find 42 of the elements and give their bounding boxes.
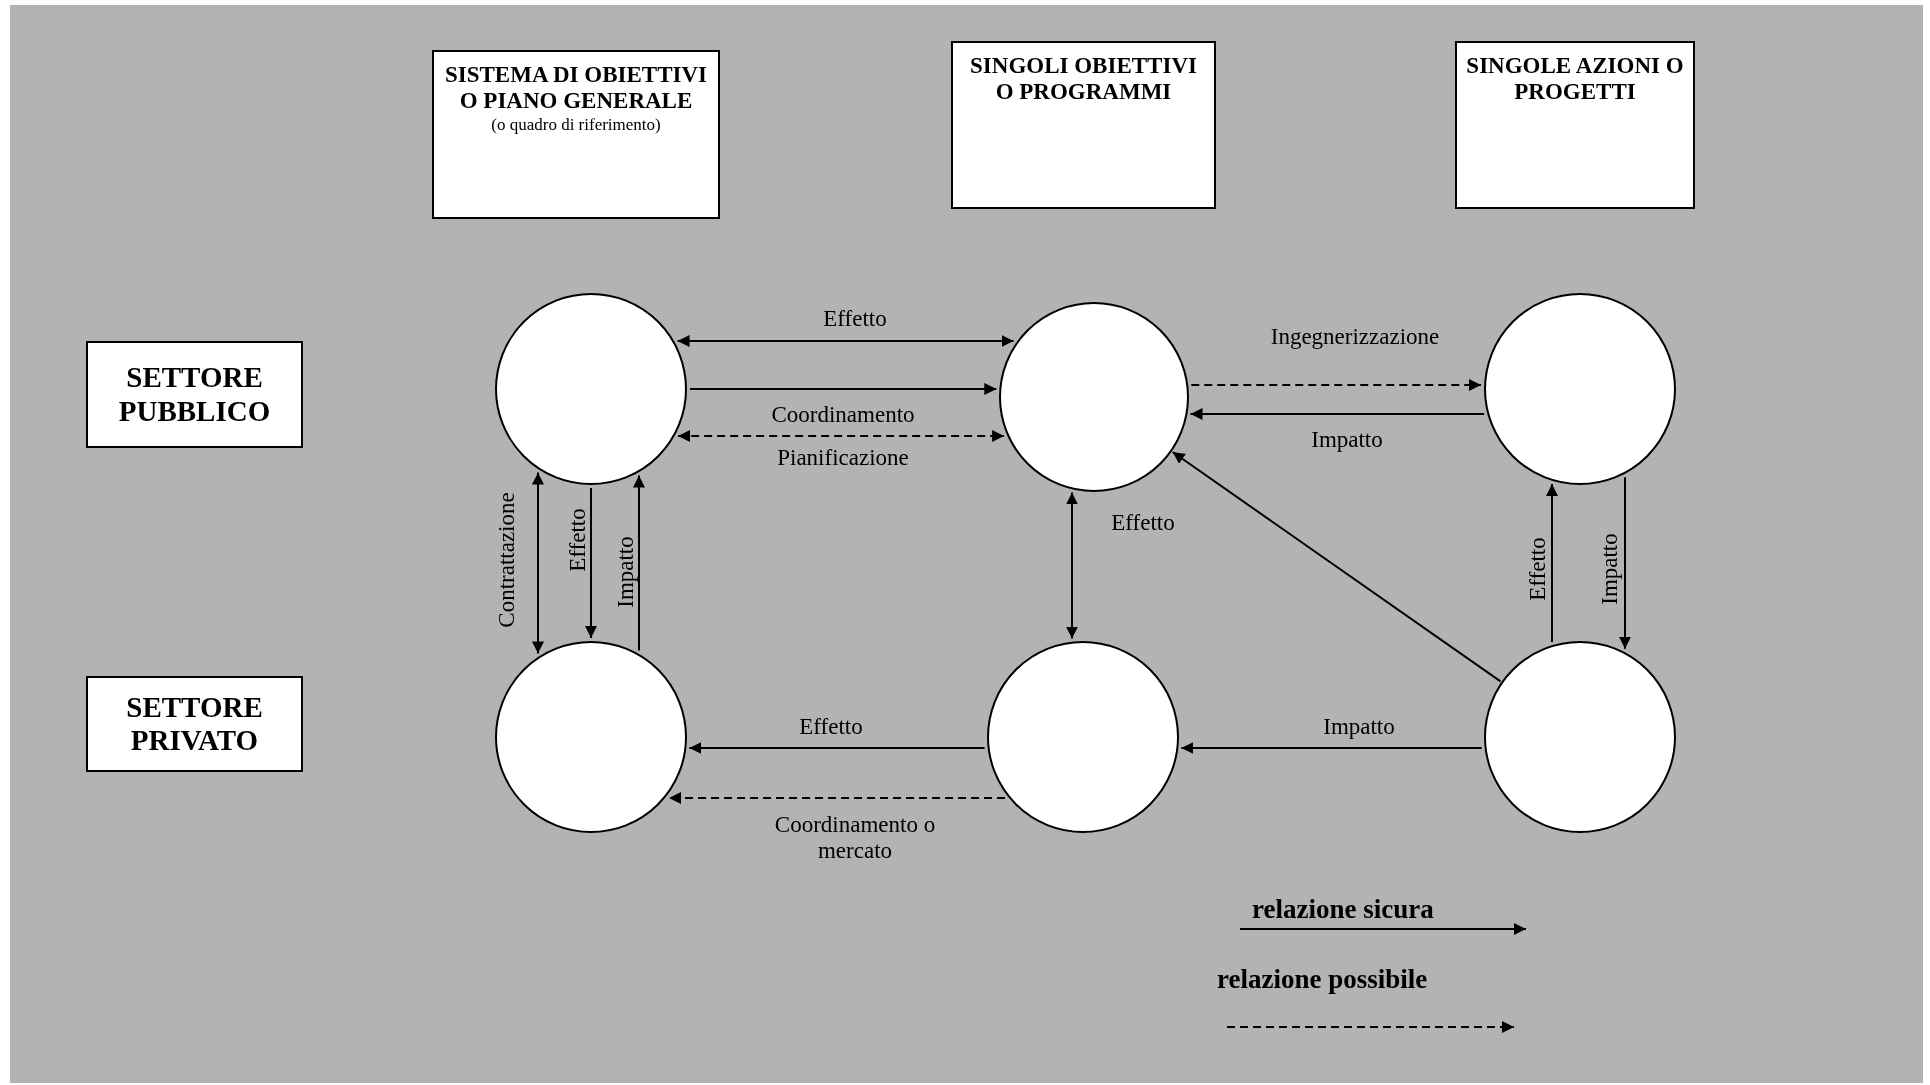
arrow — [676, 335, 1015, 347]
arrow — [1180, 742, 1483, 754]
header-text: SETTORE PRIVATO — [125, 690, 264, 758]
arrow — [677, 430, 1006, 442]
edge-label: Coordinamento — [771, 401, 915, 429]
edge-label: Effetto — [799, 713, 863, 741]
edge-label: Impatto — [1311, 426, 1383, 454]
header-text: SISTEMA DI OBIETTIVI O PIANO GENERALE — [443, 62, 708, 115]
edge-label: Impatto — [1596, 533, 1623, 605]
header-text: SETTORE PUBBLICO — [117, 361, 272, 428]
header-text: SINGOLI OBIETTIVI O PROGRAMMI — [969, 53, 1198, 106]
arrow — [1189, 408, 1486, 420]
edge-label: Effetto — [1524, 537, 1551, 601]
edge-label: Effetto — [823, 305, 887, 333]
subheader-text: (o quadro di riferimento) — [491, 114, 661, 135]
edge-label: Effetto — [564, 508, 591, 572]
column-header-box — [432, 50, 720, 219]
arrow — [1190, 379, 1483, 391]
column-header-box — [1455, 41, 1695, 209]
header-text: SINGOLE AZIONI O PROGETTI — [1465, 53, 1685, 106]
sector-box — [86, 676, 303, 772]
legend-text: relazione possibile — [1217, 964, 1428, 995]
edge-label: Ingegnerizzazione — [1270, 323, 1440, 351]
edge-label: Contrattazione — [493, 492, 520, 628]
column-header-box — [951, 41, 1216, 209]
arrow — [667, 792, 1007, 804]
sector-box — [86, 341, 303, 448]
edge-label: Impatto — [612, 536, 639, 608]
edge-label: Impatto — [1323, 713, 1395, 741]
arrow — [585, 487, 597, 639]
arrow — [633, 474, 645, 652]
arrow — [532, 471, 544, 655]
arrow — [1171, 451, 1502, 683]
arrow — [688, 742, 986, 754]
edge-label: Effetto — [1111, 509, 1175, 537]
arrow — [1619, 476, 1631, 650]
edge-label: Coordinamento o mercato — [773, 811, 937, 865]
edge-label: Pianificazione — [777, 444, 909, 472]
legend-text: relazione sicura — [1252, 894, 1434, 925]
arrow — [689, 383, 998, 395]
arrow — [1066, 491, 1078, 640]
arrow — [1546, 482, 1558, 644]
